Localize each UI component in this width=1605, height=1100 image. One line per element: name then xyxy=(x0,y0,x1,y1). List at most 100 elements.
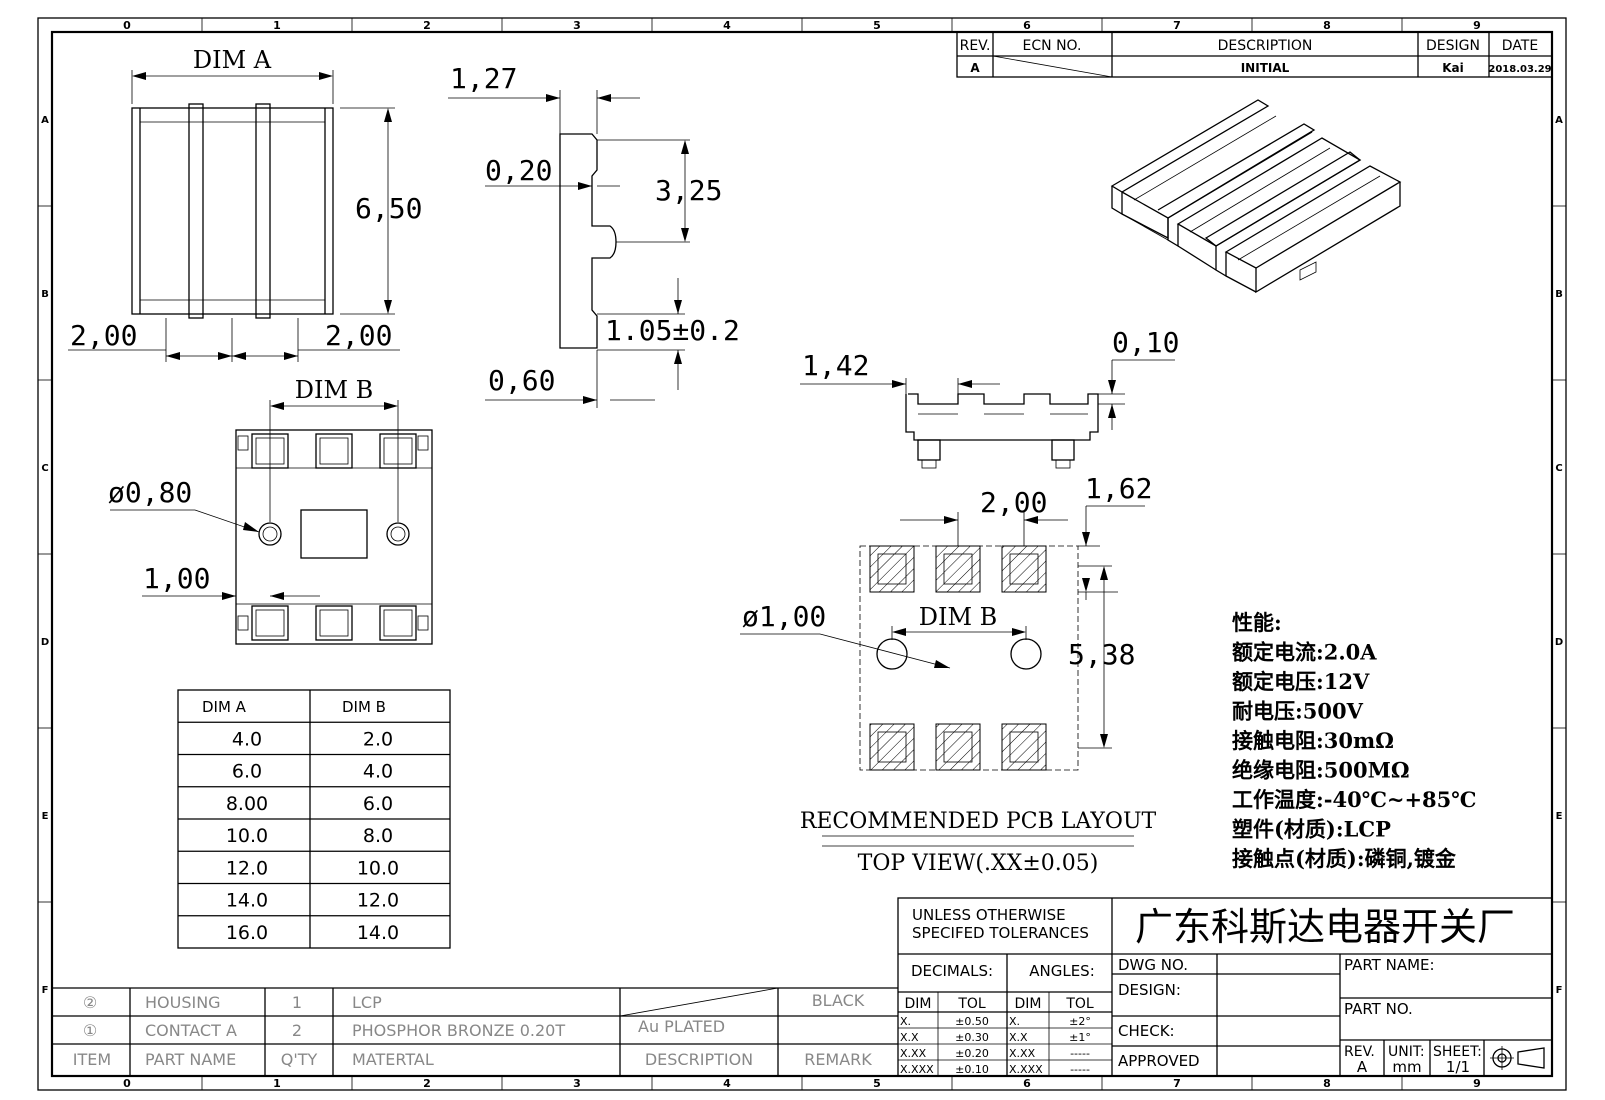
design-label: DESIGN: xyxy=(1118,981,1181,999)
zone-col-top: 4 xyxy=(723,19,731,32)
bottom-view: DIM B ø0,80 1,00 xyxy=(108,376,433,645)
dim-table-header-a: DIM A xyxy=(202,698,247,716)
ang-row-dim: X.X xyxy=(1009,1031,1028,1044)
dim-table-header-b: DIM B xyxy=(342,698,386,716)
sheet-label: SHEET: xyxy=(1433,1044,1482,1060)
pcb-layout: 2,00 1,62 5,38 DIM B ø1,00 RECOMMENDED P… xyxy=(740,472,1157,876)
pcb-hole-dim: ø1,00 xyxy=(742,600,826,633)
spec-line: 绝缘电阻:500MΩ xyxy=(1232,758,1410,783)
zone-row-right: C xyxy=(1555,463,1562,474)
revision-table: REV. ECN NO. DESCRIPTION DESIGN DATE A I… xyxy=(956,31,1553,78)
pcb-162-dim: 1,62 xyxy=(1085,472,1152,505)
dim-a-label: DIM A xyxy=(193,46,272,74)
bom-row1-remark: BLACK xyxy=(812,991,865,1010)
pcb-538-dim: 5,38 xyxy=(1068,638,1135,671)
dim-table-cell-b: 4.0 xyxy=(363,761,393,783)
spec-line: 耐电压:500V xyxy=(1232,699,1364,724)
approved-label: APPROVED xyxy=(1118,1052,1200,1070)
contact-pad-top xyxy=(315,433,353,469)
zone-row-left: B xyxy=(41,289,49,300)
contact-pad-bottom xyxy=(315,605,353,641)
dim-table-cell-a: 10.0 xyxy=(226,825,268,847)
dim-table-cell-a: 4.0 xyxy=(232,728,262,750)
angles-label: ANGLES: xyxy=(1029,962,1095,980)
front-view: DIM A 6,50 2,00 2,00 xyxy=(68,46,422,362)
description-value: INITIAL xyxy=(1241,61,1290,75)
dim-table-cell-b: 12.0 xyxy=(357,890,399,912)
design-header: DESIGN xyxy=(1426,38,1480,54)
zone-col-bottom: 3 xyxy=(573,1077,581,1090)
contact-pad-bottom xyxy=(379,605,417,641)
zone-col-top: 7 xyxy=(1173,19,1181,32)
dim-table-cell-a: 14.0 xyxy=(226,890,268,912)
dim-table-cell-a: 16.0 xyxy=(226,922,268,944)
front-height-dim: 6,50 xyxy=(355,192,422,225)
side-060-dim: 0,60 xyxy=(488,364,555,397)
sheet-value: 1/1 xyxy=(1446,1058,1470,1076)
spec-line: 额定电压:12V xyxy=(1232,669,1370,694)
unit-value: mm xyxy=(1392,1058,1421,1076)
spec-line: 工作温度:-40℃~+85℃ xyxy=(1232,787,1476,812)
dec-row-dim: X. xyxy=(900,1015,911,1028)
bom-row2-name: CONTACT A xyxy=(145,1021,237,1040)
rev-header: REV. xyxy=(960,38,991,54)
pcb-pad-bottom xyxy=(869,723,915,771)
zone-col-bottom: 8 xyxy=(1323,1077,1331,1090)
projection-symbol-icon xyxy=(1490,1046,1545,1070)
bottom-hole-dim: ø0,80 xyxy=(108,476,192,509)
bom-header-remark: REMARK xyxy=(804,1050,872,1069)
side-105-dim: 1.05±0.2 xyxy=(605,314,740,347)
ang-row-tol: ----- xyxy=(1070,1047,1090,1060)
zone-row-left: A xyxy=(41,115,49,126)
ang-dim-header: DIM xyxy=(1015,996,1042,1012)
side-325-dim: 3,25 xyxy=(655,174,722,207)
ang-tol-header: TOL xyxy=(1065,996,1094,1012)
unit-label: UNIT: xyxy=(1388,1044,1425,1060)
part-name-label: PART NAME: xyxy=(1344,956,1435,974)
pcb-pad-bottom xyxy=(1001,723,1047,771)
pcb-caption-subtitle: TOP VIEW(.XX±0.05) xyxy=(858,851,1099,876)
spec-line: 塑件(材质):LCP xyxy=(1232,817,1391,842)
zone-col-bottom: 5 xyxy=(873,1077,881,1090)
dim-table-cell-b: 8.0 xyxy=(363,825,393,847)
spec-line: 额定电流:2.0A xyxy=(1232,640,1377,665)
front-right-dim: 2,00 xyxy=(325,319,392,352)
zone-col-top: 5 xyxy=(873,19,881,32)
pcb-pad-top xyxy=(869,545,915,593)
bom-header-qty: Q'TY xyxy=(281,1050,318,1069)
zone-row-left: D xyxy=(41,637,49,648)
dim-table-cell-b: 10.0 xyxy=(357,857,399,879)
zone-row-left: E xyxy=(42,811,49,822)
rev-value: A xyxy=(970,61,980,75)
bom-row1-material: LCP xyxy=(352,993,382,1012)
rev-value-title: A xyxy=(1357,1058,1368,1076)
bom-row1-item: ② xyxy=(83,993,97,1012)
ang-row-tol: ----- xyxy=(1070,1063,1090,1076)
zone-col-bottom: 4 xyxy=(723,1077,731,1090)
bottom-100-dim: 1,00 xyxy=(143,562,210,595)
pcb-pad-bottom xyxy=(935,723,981,771)
spec-line: 性能: xyxy=(1232,610,1282,635)
zone-row-left: C xyxy=(41,463,48,474)
dec-row-dim: X.XX xyxy=(900,1047,927,1060)
zone-row-right: B xyxy=(1555,289,1563,300)
dec-row-tol: ±0.50 xyxy=(955,1015,989,1028)
dec-row-dim: X.X xyxy=(900,1031,919,1044)
zone-col-bottom: 9 xyxy=(1473,1077,1481,1090)
title-block: UNLESS OTHERWISE SPECIFED TOLERANCES DEC… xyxy=(897,897,1553,1077)
check-label: CHECK: xyxy=(1118,1022,1175,1040)
company-name: 广东科斯达电器开关厂 xyxy=(1135,905,1515,949)
bom-table: ② HOUSING 1 LCP BLACK ① CONTACT A 2 PHOS… xyxy=(52,987,898,1076)
zone-col-top: 9 xyxy=(1473,19,1481,32)
bom-header-material: MATERTAL xyxy=(352,1050,434,1069)
zone-col-bottom: 1 xyxy=(273,1077,281,1090)
zone-row-right: A xyxy=(1555,115,1563,126)
part-no-label: PART NO. xyxy=(1344,1000,1413,1018)
bom-header-item: ITEM xyxy=(73,1050,111,1069)
dim-table-cell-b: 2.0 xyxy=(363,728,393,750)
dec-row-tol: ±0.20 xyxy=(955,1047,989,1060)
isometric-view xyxy=(1110,99,1402,294)
specifications: 性能:额定电流:2.0A额定电压:12V耐电压:500V接触电阻:30mΩ绝缘电… xyxy=(1232,610,1476,871)
dec-row-dim: X.XXX xyxy=(900,1063,934,1076)
